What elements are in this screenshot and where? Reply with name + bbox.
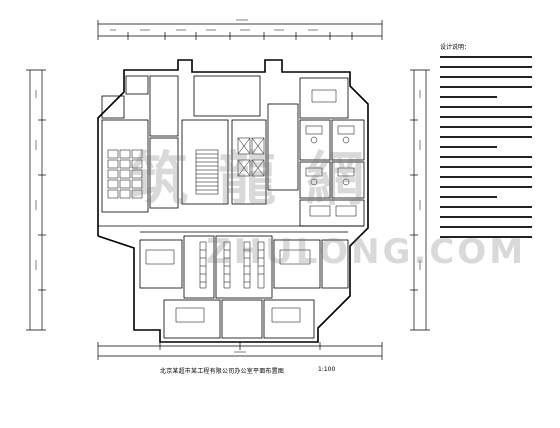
note-line (440, 196, 498, 198)
interior-walls (98, 75, 365, 339)
design-notes (440, 56, 532, 246)
dimension-ticks (35, 19, 421, 353)
note-line (440, 56, 532, 58)
note-line (440, 126, 532, 128)
stair-core (195, 137, 265, 195)
note-line (440, 186, 532, 188)
note-line (440, 146, 498, 148)
note-line (440, 156, 532, 158)
note-line (440, 86, 532, 88)
top-dimension-lines (97, 20, 383, 40)
note-line (440, 206, 532, 208)
note-line (440, 236, 532, 238)
note-line (440, 136, 532, 138)
watermark-cn: 筑龍網 (130, 145, 395, 213)
notes-title: 设计说明： (440, 44, 471, 51)
restroom-stalls (199, 241, 265, 289)
note-line (440, 226, 532, 228)
workstations-left (107, 149, 143, 199)
building-outline (97, 59, 369, 343)
right-dimension-lines (410, 69, 430, 331)
note-line (440, 166, 532, 168)
note-line (440, 76, 532, 78)
note-line (440, 96, 498, 98)
drawing-scale: 1:100 (318, 366, 336, 373)
note-line (440, 66, 532, 68)
watermark-en: ZHULONG.COM (206, 232, 527, 272)
left-dimension-lines (26, 69, 46, 331)
note-line (440, 216, 532, 218)
note-line (440, 116, 532, 118)
note-line (440, 106, 532, 108)
office-furniture-right (145, 89, 357, 323)
drawing-title: 北京某超市某工程有限公司办公室平面布置图 (160, 368, 285, 375)
bottom-dimension-lines (97, 342, 383, 360)
note-line (440, 176, 532, 178)
